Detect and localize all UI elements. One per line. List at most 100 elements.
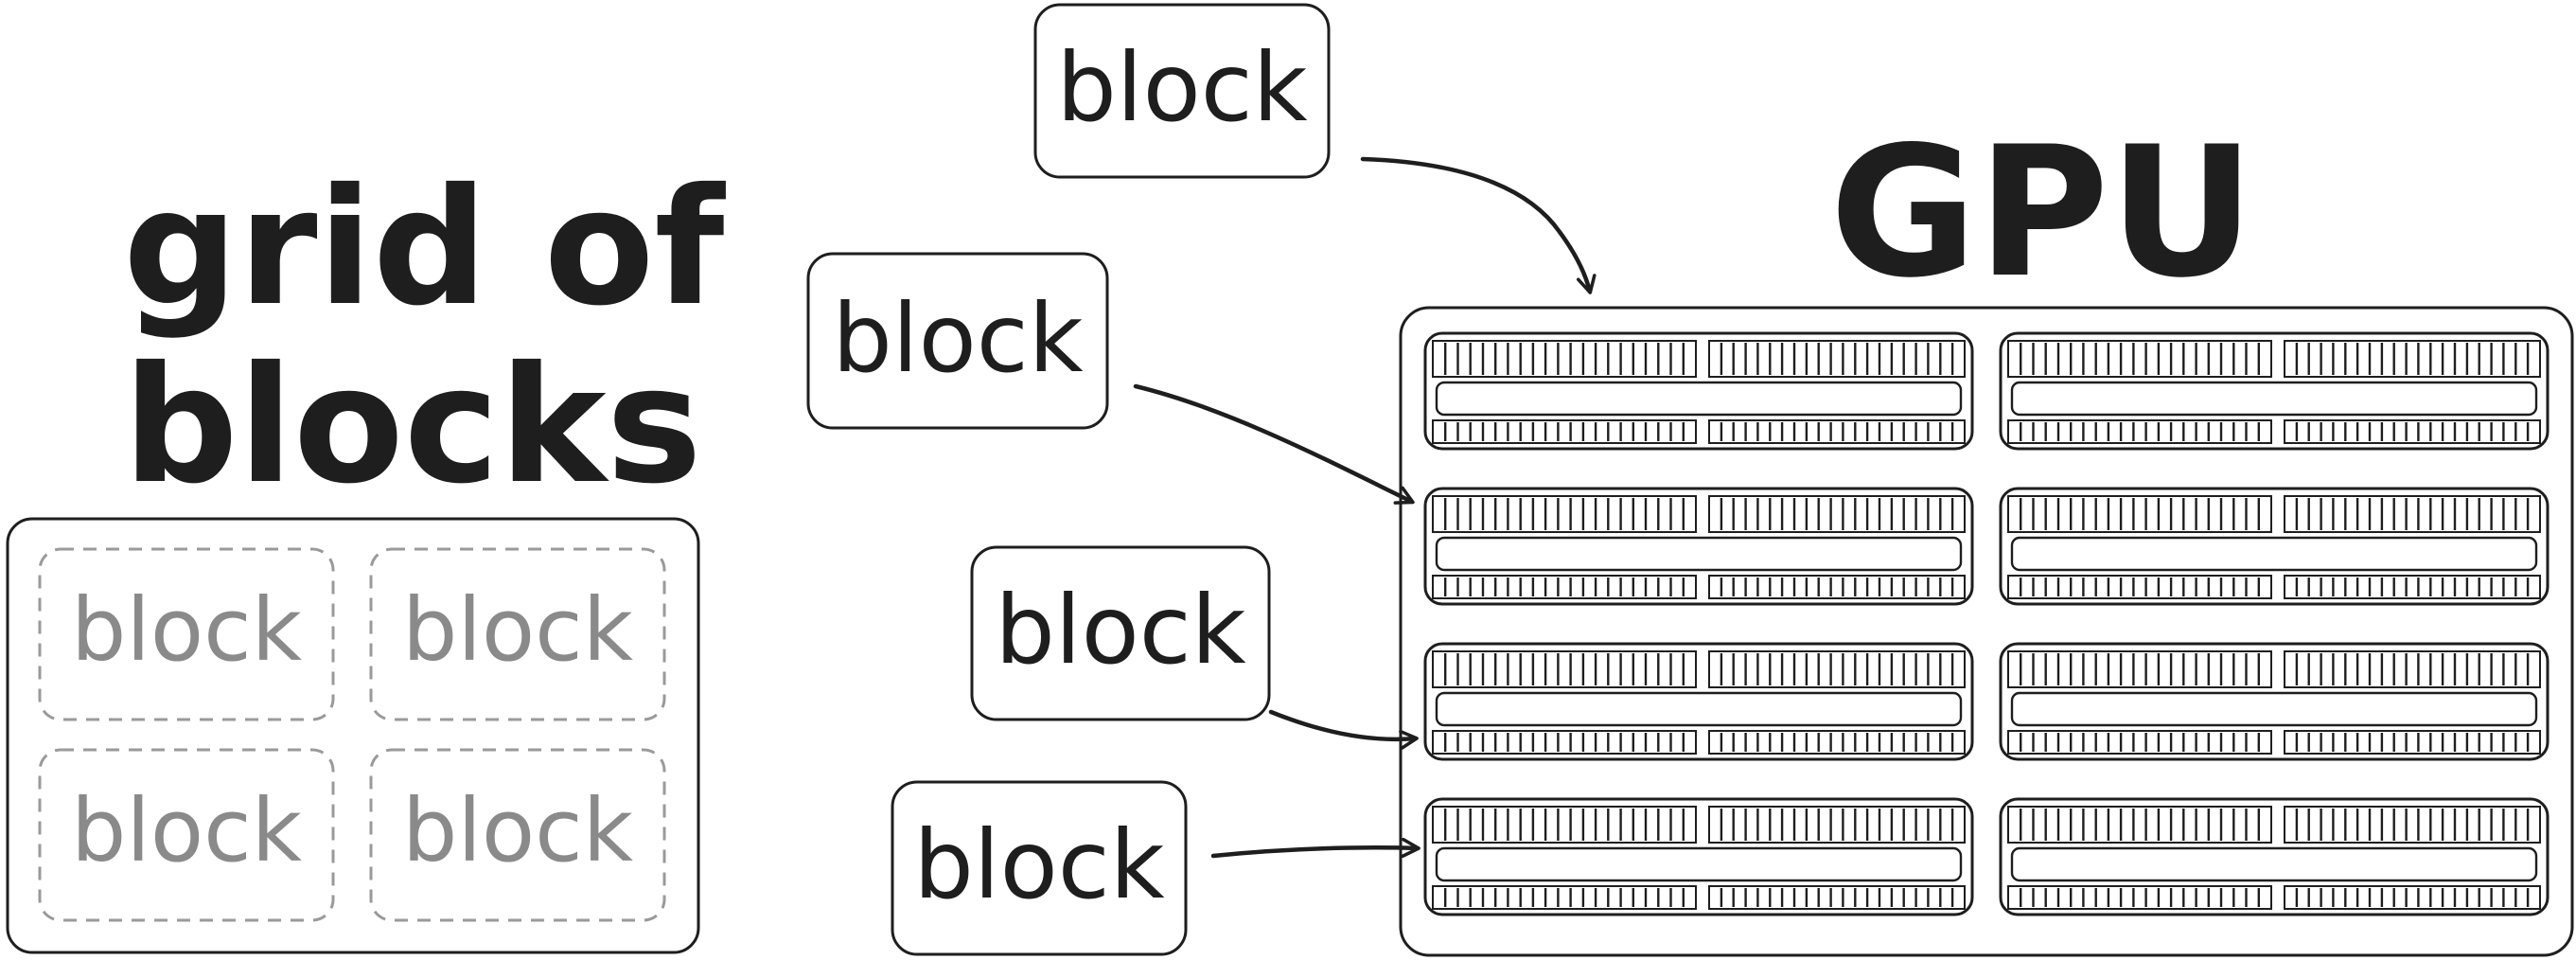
gpu-core-ticks bbox=[1444, 578, 1685, 596]
gpu-core-strip-border bbox=[1432, 495, 1697, 533]
gpu-core-strip bbox=[1432, 806, 1697, 844]
gpu-core-strip bbox=[2284, 650, 2541, 688]
gpu-core-strip bbox=[1432, 575, 1697, 599]
gpu-core-strip-border bbox=[1708, 495, 1966, 533]
gpu-core-ticks bbox=[1444, 422, 1685, 441]
gpu-core-ticks bbox=[2020, 733, 2260, 752]
gpu-module-bar bbox=[1435, 691, 1963, 727]
gpu-core-ticks bbox=[1720, 578, 1954, 596]
gpu-core-ticks bbox=[2020, 809, 2260, 841]
gpu-chip bbox=[1399, 306, 2574, 957]
gpu-core-ticks bbox=[2020, 888, 2260, 907]
grid-cell: block bbox=[38, 748, 335, 922]
gpu-compute-module bbox=[1423, 331, 1974, 451]
gpu-core-strip bbox=[1432, 650, 1697, 688]
incoming-block-label: block bbox=[1056, 32, 1307, 143]
gpu-core-strip-border bbox=[1432, 806, 1697, 844]
grid-title-line1: grid of bbox=[123, 154, 726, 342]
gpu-core-strip bbox=[1432, 495, 1697, 533]
incoming-block: block bbox=[1033, 3, 1331, 179]
gpu-module-bar bbox=[2010, 381, 2538, 417]
gpu-core-strip bbox=[1708, 419, 1966, 444]
gpu-core-ticks bbox=[1720, 888, 1954, 907]
gpu-core-strip bbox=[2007, 885, 2272, 910]
grid-title-line2: blocks bbox=[123, 332, 702, 520]
gpu-core-strip bbox=[1708, 730, 1966, 755]
gpu-core-strip bbox=[2007, 806, 2272, 844]
gpu-module-border bbox=[1423, 642, 1974, 761]
gpu-core-strip-border bbox=[1432, 730, 1697, 755]
gpu-core-strip bbox=[2007, 650, 2272, 688]
gpu-core-strip bbox=[1708, 806, 1966, 844]
gpu-core-strip-border bbox=[2284, 730, 2541, 755]
gpu-core-ticks bbox=[2295, 578, 2530, 596]
gpu-core-strip-border bbox=[1708, 340, 1966, 378]
gpu-core-strip bbox=[2007, 730, 2272, 755]
gpu-core-strip-border bbox=[2007, 650, 2272, 688]
grid-cell-label: block bbox=[402, 780, 634, 881]
grid-of-blocks-group: grid of blocks block block block block bbox=[6, 154, 726, 954]
gpu-core-ticks bbox=[1444, 498, 1685, 530]
gpu-module-bar bbox=[1435, 846, 1963, 882]
gpu-core-ticks bbox=[2295, 809, 2530, 841]
arrow-to-gpu-top bbox=[1360, 156, 1597, 294]
grid-cell-label: block bbox=[71, 780, 303, 881]
gpu-core-ticks bbox=[1720, 809, 1954, 841]
gpu-core-strip bbox=[1708, 650, 1966, 688]
gpu-core-ticks bbox=[1720, 653, 1954, 685]
gpu-core-strip-border bbox=[2007, 885, 2272, 910]
gpu-core-strip bbox=[1708, 495, 1966, 533]
gpu-module-border bbox=[1423, 487, 1974, 606]
grid-container bbox=[6, 517, 700, 954]
incoming-block: block bbox=[970, 545, 1271, 721]
incoming-block: block bbox=[806, 252, 1109, 430]
gpu-core-ticks bbox=[2295, 498, 2530, 530]
gpu-core-strip-border bbox=[2284, 340, 2541, 378]
gpu-core-strip bbox=[1708, 340, 1966, 378]
incoming-block: block bbox=[891, 780, 1188, 956]
gpu-compute-module bbox=[1999, 331, 2550, 451]
gpu-core-strip-border bbox=[1432, 650, 1697, 688]
gpu-module-border bbox=[1999, 487, 2550, 606]
grid-cell-label: block bbox=[402, 579, 634, 681]
arrow-to-gpu-row1 bbox=[1133, 383, 1415, 505]
gpu-compute-module bbox=[1423, 797, 1974, 916]
gpu-core-strip bbox=[2007, 575, 2272, 599]
gpu-core-strip-border bbox=[1432, 340, 1697, 378]
gpu-core-strip bbox=[2007, 340, 2272, 378]
gpu-core-strip-border bbox=[1708, 806, 1966, 844]
gpu-core-ticks bbox=[1444, 733, 1685, 752]
incoming-block-label: block bbox=[832, 283, 1083, 394]
gpu-core-strip-border bbox=[1708, 730, 1966, 755]
gpu-core-ticks bbox=[1444, 343, 1685, 375]
gpu-module-bar bbox=[2010, 691, 2538, 727]
gpu-core-strip-border bbox=[2007, 575, 2272, 599]
gpu-core-ticks bbox=[2020, 343, 2260, 375]
gpu-core-strip-border bbox=[2007, 419, 2272, 444]
gpu-core-strip bbox=[2284, 575, 2541, 599]
gpu-core-strip-border bbox=[2284, 650, 2541, 688]
gpu-module-bar bbox=[2010, 536, 2538, 572]
gpu-core-ticks bbox=[1720, 422, 1954, 441]
gpu-core-strip-border bbox=[2284, 575, 2541, 599]
gpu-core-strip-border bbox=[1432, 419, 1697, 444]
gpu-core-strip bbox=[1708, 575, 1966, 599]
grid-cell: block bbox=[369, 547, 666, 721]
gpu-core-strip-border bbox=[1708, 885, 1966, 910]
gpu-core-strip bbox=[2284, 730, 2541, 755]
gpu-core-ticks bbox=[2295, 653, 2530, 685]
gpu-core-ticks bbox=[2295, 422, 2530, 441]
gpu-core-strip-border bbox=[2007, 495, 2272, 533]
gpu-core-strip bbox=[1432, 885, 1697, 910]
gpu-core-strip bbox=[2007, 495, 2272, 533]
gpu-core-ticks bbox=[2020, 653, 2260, 685]
gpu-core-strip bbox=[2284, 495, 2541, 533]
gpu-core-strip bbox=[2284, 885, 2541, 910]
gpu-module-border bbox=[1423, 331, 1974, 451]
gpu-core-strip-border bbox=[2284, 885, 2541, 910]
gpu-core-strip-border bbox=[1432, 885, 1697, 910]
gpu-core-ticks bbox=[1720, 343, 1954, 375]
gpu-core-strip bbox=[2284, 419, 2541, 444]
gpu-core-strip-border bbox=[2284, 806, 2541, 844]
gpu-core-strip-border bbox=[2284, 495, 2541, 533]
